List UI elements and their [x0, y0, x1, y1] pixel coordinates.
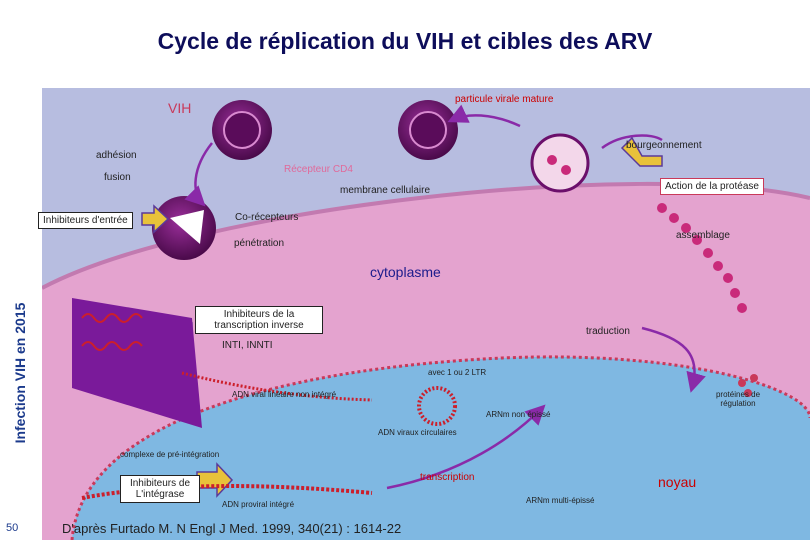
hiv-virion-left — [212, 100, 272, 160]
side-title: Infection VIH en 2015 — [12, 248, 28, 498]
label-protease-action: Action de la protéase — [660, 178, 764, 195]
hiv-virion-right — [398, 100, 458, 160]
label-multispliced-mrna: ARNm multi-épissé — [526, 496, 594, 505]
hiv-virion-budding — [532, 135, 588, 191]
label-cd4-receptor: Récepteur CD4 — [284, 164, 353, 175]
label-regulatory-proteins: protéines de régulation — [708, 390, 768, 408]
label-integrase-inhibitors: Inhibiteurs de L'intégrase — [120, 475, 200, 503]
page-number: 50 — [6, 522, 18, 534]
label-linear-dna: ADN viral linéaire non intégré — [232, 390, 336, 399]
label-unspliced-mrna: ARNm non épissé — [486, 410, 550, 419]
hiv-virion-fusing — [152, 196, 216, 260]
label-adhesion: adhésion — [96, 150, 137, 161]
label-assembly: assemblage — [676, 230, 730, 241]
reference-citation: D'après Furtado M. N Engl J Med. 1999, 3… — [62, 521, 401, 536]
label-rt-inhibitors: Inhibiteurs de la transcription inverse — [195, 306, 323, 334]
label-vih: VIH — [168, 100, 191, 116]
label-transcription: transcription — [420, 472, 474, 483]
label-inti-innti: INTI, INNTI — [222, 340, 273, 351]
label-preintegration-complex: complexe de pré-intégration — [120, 450, 219, 459]
label-penetration: pénétration — [234, 238, 284, 249]
label-proviral-dna: ADN proviral intégré — [222, 500, 294, 509]
label-ltr: avec 1 ou 2 LTR — [428, 368, 486, 377]
label-nucleus: noyau — [658, 474, 696, 490]
label-entry-inhibitors: Inhibiteurs d'entrée — [38, 212, 133, 229]
label-fusion: fusion — [104, 172, 131, 183]
label-mature-particle: particule virale mature — [455, 94, 553, 105]
label-cell-membrane: membrane cellulaire — [340, 185, 430, 196]
label-coreceptors: Co-récepteurs — [235, 212, 298, 223]
label-translation: traduction — [586, 326, 630, 337]
label-cytoplasm: cytoplasme — [370, 264, 441, 280]
page-title: Cycle de réplication du VIH et cibles de… — [0, 28, 810, 55]
label-circular-dna: ADN viraux circulaires — [378, 428, 457, 437]
label-budding: bourgeonnement — [626, 140, 702, 151]
